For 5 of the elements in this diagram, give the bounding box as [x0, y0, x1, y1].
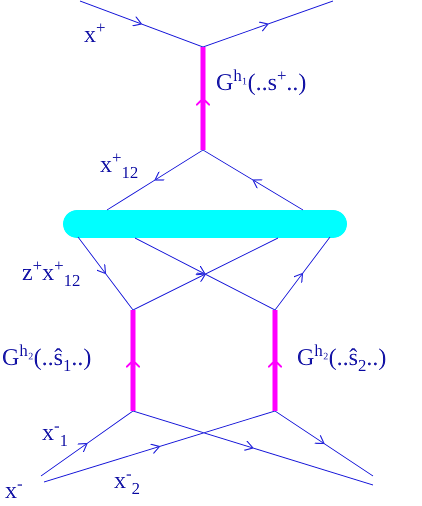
math-label: G$^{h₂}$(..ŝ$_{2}$..): [297, 343, 386, 375]
math-label: G$^{h₁}$(..s$^{+}$..): [216, 68, 306, 95]
math-label: x$^{+}$: [84, 20, 106, 47]
math-label: G$^{h₂}$(..ŝ$_{1}$..): [2, 343, 92, 375]
math-label: x$^{-}$: [5, 476, 23, 503]
